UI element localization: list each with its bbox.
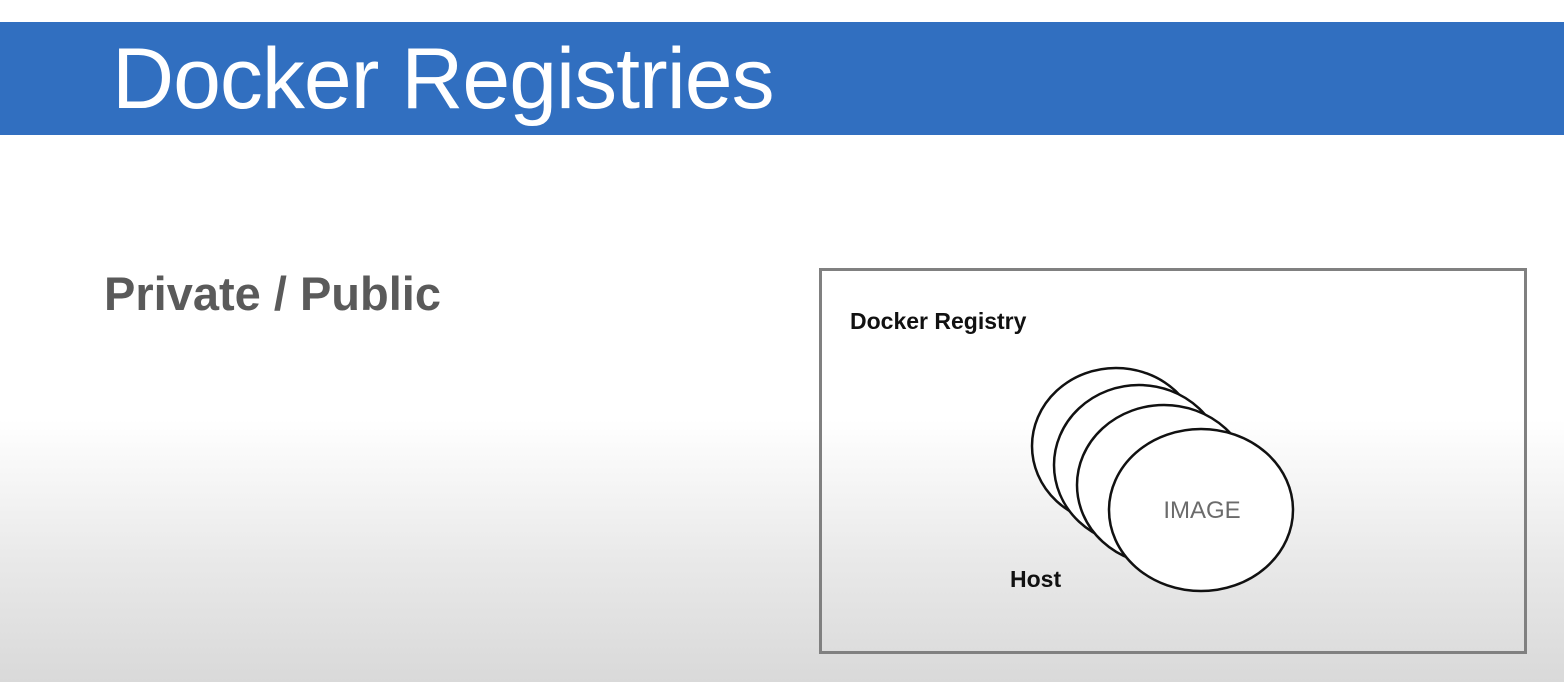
image-ellipse-4 <box>1107 427 1295 593</box>
host-label: Host <box>1010 566 1062 592</box>
docker-registry-label: Docker Registry <box>850 308 1027 334</box>
slide-subtitle: Private / Public <box>104 267 441 320</box>
slide-title: Docker Registries <box>112 31 775 127</box>
image-label: IMAGE <box>1163 497 1240 524</box>
title-bar <box>0 22 1564 135</box>
docker-registry-box <box>819 268 1527 654</box>
